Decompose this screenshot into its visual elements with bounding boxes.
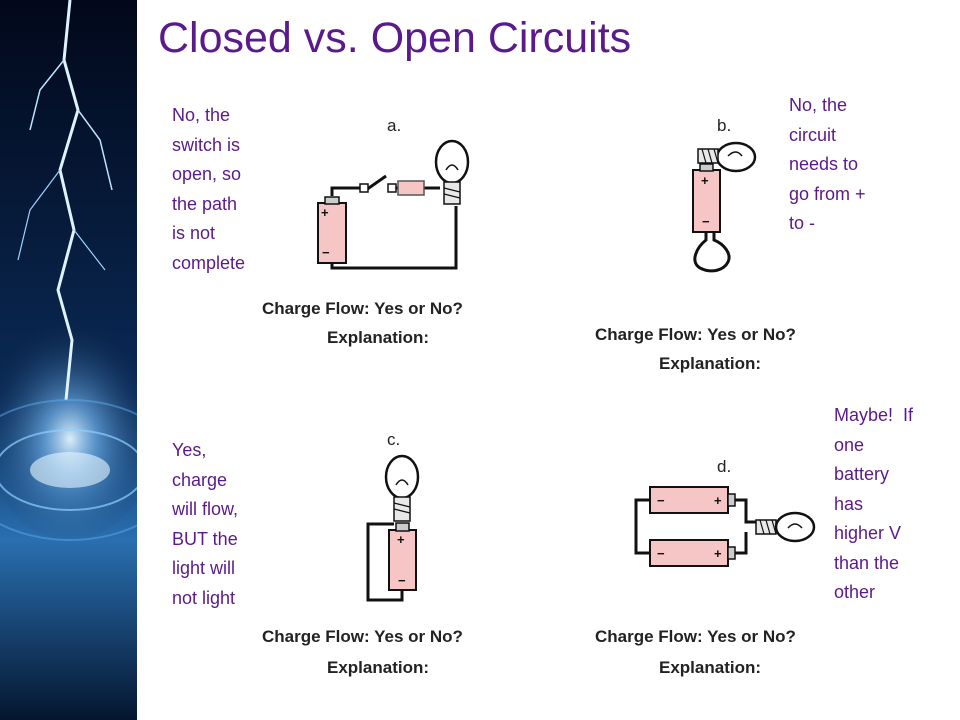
wire [634, 498, 650, 555]
answer-c-line: BUT the [172, 528, 238, 549]
answer-d-line: Maybe! If [834, 405, 914, 425]
answer-b-line: No, the [789, 95, 848, 115]
battery-minus: − [398, 573, 406, 588]
wire [735, 532, 748, 555]
answer-c-line: light will [172, 558, 236, 578]
battery-terminal [395, 522, 410, 532]
answer-d-line: than the [834, 552, 900, 573]
wire [366, 522, 404, 602]
battery-plus: + [701, 173, 709, 188]
battery-icon [649, 486, 729, 514]
bulb-filament [445, 164, 459, 171]
panel-d-letter: d. [717, 457, 731, 476]
battery-minus: − [657, 493, 665, 508]
bulb-filament [787, 523, 803, 529]
bulb-filament [727, 151, 743, 157]
bulb-threads [759, 519, 777, 535]
switch-terminal [359, 183, 369, 193]
battery-minus: − [322, 245, 330, 260]
answer-c-line: not light [172, 587, 236, 608]
battery-plus: + [397, 532, 405, 547]
slide-title: Closed vs. Open Circuits [158, 14, 632, 62]
panel-d-question: Charge Flow: Yes or No? [595, 627, 796, 646]
bulb-socket [443, 181, 461, 205]
answer-a-line: is not [172, 223, 216, 243]
light-bulb-icon [774, 511, 816, 543]
battery-terminal [324, 196, 340, 205]
battery-icon [388, 529, 417, 591]
bulb-filament [395, 479, 409, 486]
battery-terminal [727, 493, 736, 507]
answer-d-line: other [834, 582, 876, 602]
bulb-threads [443, 187, 461, 199]
answer-a-line: complete [172, 252, 246, 273]
answer-a-line: open, so [172, 164, 242, 184]
answer-b-line: to - [789, 213, 816, 233]
answer-c: Yes, charge will flow, BUT the light wil… [172, 436, 238, 613]
light-bulb-icon [715, 141, 757, 173]
answer-d-line: has [834, 493, 864, 514]
answer-b-line: go from + [789, 183, 866, 204]
panel-a-letter: a. [387, 116, 401, 135]
answer-a-line: No, the [172, 105, 231, 125]
wire [735, 498, 758, 524]
answer-c-line: charge [172, 469, 228, 490]
light-bulb-icon [384, 454, 420, 500]
open-switch-icon [365, 174, 387, 192]
switch-terminal [387, 183, 397, 193]
circuit-c: c. + − Charge Flow: Yes or No? Explanati… [262, 430, 463, 677]
panel-c-question: Charge Flow: Yes or No? [262, 627, 463, 646]
bulb-threads [393, 502, 411, 514]
bulb-threads [701, 148, 719, 164]
battery-minus: − [657, 546, 665, 561]
panel-b-explanation: Explanation: [659, 354, 761, 373]
answer-b-line: needs to [789, 154, 859, 174]
wire [330, 206, 458, 270]
lightning-sidebar-image [0, 0, 137, 720]
panel-b-letter: b. [717, 116, 731, 135]
answer-d-line: battery [834, 464, 890, 484]
battery-plus: + [321, 205, 329, 220]
answer-d: Maybe! If one battery has higher V than … [834, 401, 913, 608]
panel-a-question: Charge Flow: Yes or No? [262, 299, 463, 318]
panel-b-question: Charge Flow: Yes or No? [595, 325, 796, 344]
battery-terminal [699, 163, 714, 172]
answer-b-line: circuit [789, 124, 837, 145]
battery-plus: + [714, 493, 722, 508]
battery-terminal [727, 546, 736, 560]
answer-c-line: will flow, [172, 499, 239, 519]
circuit-d: d. − + − + Charge Flow: Yes or No? Expla… [595, 457, 816, 677]
panel-a-explanation: Explanation: [327, 328, 429, 347]
wire-loop [693, 232, 731, 273]
panel-d-explanation: Explanation: [659, 658, 761, 677]
contact-block [397, 180, 425, 196]
answer-c-line: Yes, [172, 440, 207, 460]
battery-icon [692, 169, 721, 233]
circuit-a: a. + − Charge Flow: Yes or No? Explanati… [262, 116, 470, 347]
answer-b: No, the circuit needs to go from + to - [789, 91, 866, 239]
panel-c-letter: c. [387, 430, 400, 449]
circuit-b: b. + − Charge Flow: Yes or No? Explanati… [595, 116, 796, 373]
answer-d-line: one [834, 434, 865, 455]
battery-minus: − [702, 214, 710, 229]
answer-a-line: switch is [172, 134, 241, 155]
panel-c-explanation: Explanation: [327, 658, 429, 677]
answer-a: No, the switch is open, so the path is n… [172, 101, 245, 278]
battery-icon [317, 202, 347, 264]
answer-a-line: the path [172, 193, 238, 214]
answer-d-line: higher V [834, 523, 902, 543]
battery-plus: + [714, 546, 722, 561]
light-bulb-icon [434, 139, 470, 185]
